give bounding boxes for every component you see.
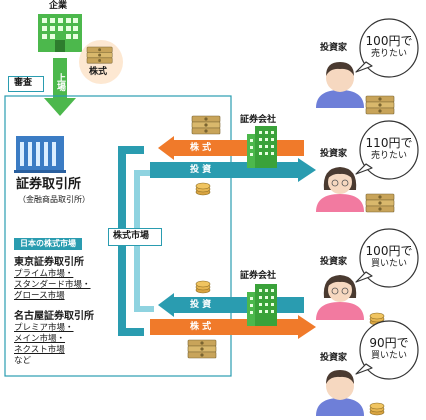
speech-bubble-1 — [355, 18, 419, 78]
bottom-investment-arrow-label: 投 資 — [190, 300, 212, 310]
investor-4-label: 投資家 — [320, 353, 348, 363]
stock-market-label: 株式市場 — [113, 231, 150, 241]
investor-1-bills-icon — [365, 95, 395, 115]
company-label: 企業 — [49, 1, 68, 11]
tokyo-market-1: プライム市場・ — [14, 269, 74, 279]
bottom-stock-arrow-label: 株 式 — [190, 322, 212, 332]
exchange-building-icon — [14, 136, 66, 173]
investor-1-price: 100円で — [365, 34, 413, 48]
exchange-subtitle: （金融商品取引所） — [18, 195, 90, 204]
investor-1-bubble-text: 100円で 売りたい — [361, 34, 417, 60]
investor-2-action: 売りたい — [370, 151, 407, 161]
investor-2-label: 投資家 — [320, 149, 348, 159]
exchange-title: 証券取引所 — [16, 177, 82, 192]
speech-bubble-2 — [355, 120, 419, 180]
top-broker-label: 証券会社 — [240, 115, 277, 125]
tokyo-exchange-name: 東京証券取引所 — [14, 257, 84, 268]
speech-bubble-3 — [355, 228, 419, 288]
investor-2-price: 110円で — [365, 136, 413, 150]
investor-4-bubble-text: 90円で 買いたい — [361, 336, 417, 362]
screening-label: 審査 — [14, 78, 33, 88]
top-investment-arrow-label: 投 資 — [190, 165, 212, 175]
bottom-coins-icon — [195, 280, 211, 294]
investor-4-action: 買いたい — [370, 351, 407, 361]
top-broker-building-icon — [247, 126, 277, 168]
nagoya-market-1: プレミア市場・ — [14, 323, 74, 333]
bottom-broker-label: 証券会社 — [240, 271, 277, 281]
listing-label: 上場 — [55, 73, 65, 91]
investor-2-bills-icon — [365, 193, 395, 213]
stock-cert-label: 株式 — [89, 67, 108, 77]
listing-arrow-icon — [44, 58, 76, 116]
investor-3-bubble-text: 100円で 買いたい — [361, 244, 417, 270]
japan-markets-badge: 日本の株式市場 — [14, 238, 82, 250]
nagoya-exchange-block: 名古屋証券取引所 プレミア市場・ メイン市場・ ネクスト市場 など — [14, 310, 94, 367]
investor-1-action: 売りたい — [370, 49, 407, 59]
top-coins-icon — [195, 182, 211, 196]
investor-4-coins-icon — [369, 402, 385, 416]
bottom-stock-arrow — [150, 315, 316, 339]
tokyo-exchange-block: 東京証券取引所 プライム市場・ スタンダード市場・ グロース市場 — [14, 256, 91, 302]
top-stock-arrow-label: 株 式 — [190, 143, 212, 153]
screening-box — [8, 76, 44, 92]
nagoya-market-2: メイン市場・ — [14, 334, 66, 345]
top-investment-arrow — [150, 158, 316, 182]
exchange-frame — [4, 95, 232, 377]
tokyo-market-2: スタンダード市場・ — [14, 280, 91, 291]
investor-1-avatar — [316, 62, 364, 108]
speech-bubble-4 — [355, 320, 419, 380]
investor-4-avatar — [316, 370, 364, 416]
nagoya-market-3: ネクスト市場 — [14, 345, 65, 356]
others-label: など — [14, 356, 32, 367]
nagoya-exchange-name: 名古屋証券取引所 — [14, 311, 94, 322]
investor-4-price: 90円で — [369, 336, 409, 350]
investor-3-action: 買いたい — [370, 259, 407, 269]
bottom-bills-icon — [187, 339, 217, 359]
top-bills-icon — [191, 115, 221, 135]
investor-3-price: 100円で — [365, 244, 413, 258]
stock-market-box — [108, 228, 162, 246]
bottom-broker-building-icon — [247, 284, 277, 326]
investor-3-label: 投資家 — [320, 257, 348, 267]
investor-1-label: 投資家 — [320, 43, 348, 53]
stock-certificate-icon — [79, 40, 123, 84]
investor-2-bubble-text: 110円で 売りたい — [361, 136, 417, 162]
company-building-icon — [38, 14, 82, 52]
tokyo-market-3: グロース市場 — [14, 291, 65, 302]
